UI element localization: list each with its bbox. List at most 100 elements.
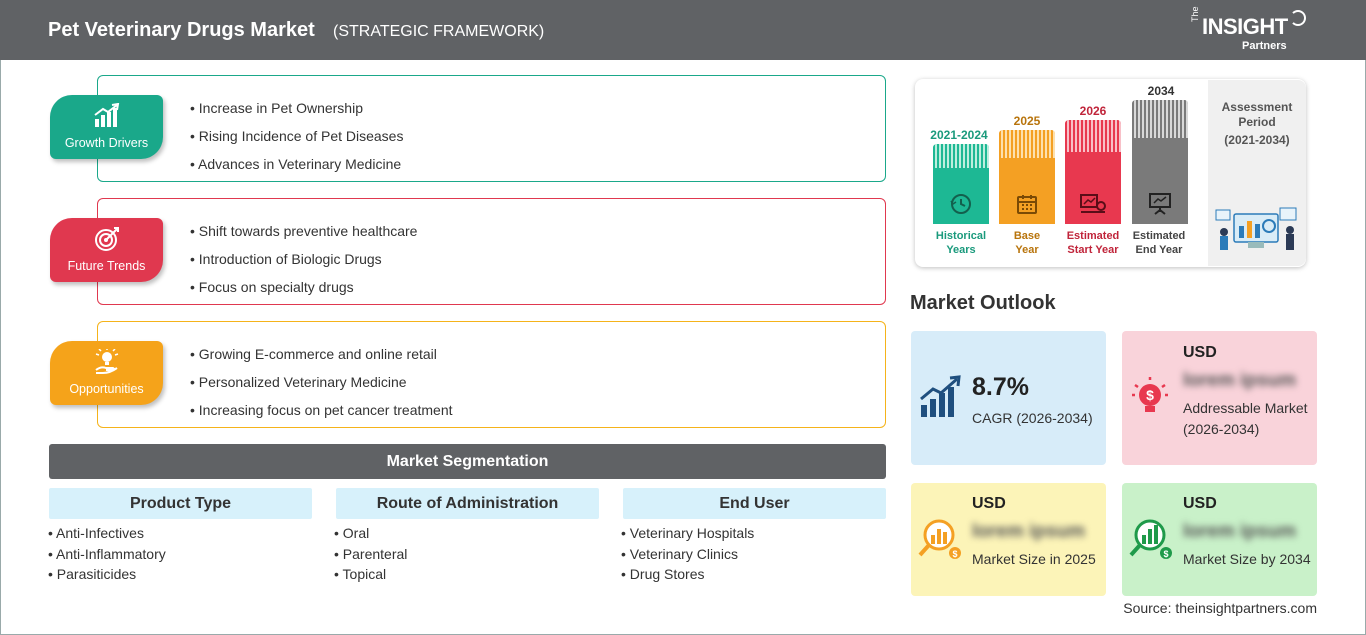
- list-item: Topical: [334, 564, 407, 585]
- future-trends-box: Shift towards preventive healthcare Intr…: [97, 198, 886, 305]
- growth-drivers-box: Increase in Pet Ownership Rising Inciden…: [97, 75, 886, 182]
- segment-header-end-user: End User: [623, 488, 886, 519]
- timeline-bar-start: [1065, 120, 1121, 224]
- market-size-2025-card: $ USD lorem ipsum Market Size in 2025: [911, 483, 1106, 596]
- timeline-year-start: 2026: [1079, 104, 1107, 118]
- list-item: Increasing focus on pet cancer treatment: [190, 396, 453, 424]
- target-icon: [95, 227, 119, 251]
- assessment-period-panel: Assessment Period (2021-2034): [1208, 80, 1306, 266]
- timeline-caption-historical: Historical Years: [926, 229, 996, 257]
- caption-line2: Year: [1015, 244, 1039, 256]
- insight-partners-logo[interactable]: The INSIGHT Partners: [1190, 6, 1310, 54]
- bar-stripes: [1132, 100, 1188, 138]
- logo-partners-text: Partners: [1242, 40, 1287, 52]
- caption-line1: Estimated: [1066, 230, 1120, 242]
- list-item: Increase in Pet Ownership: [190, 94, 403, 122]
- svg-text:$: $: [952, 549, 957, 559]
- size2025-label: Market Size in 2025: [972, 551, 1096, 567]
- segment-header-route: Route of Administration: [336, 488, 599, 519]
- page-title: Pet Veterinary Drugs Market: [48, 19, 315, 41]
- list-item: Shift towards preventive healthcare: [190, 217, 418, 245]
- lightbulb-hand-icon: [95, 349, 119, 374]
- cagr-card: 8.7% CAGR (2026-2034): [911, 331, 1106, 465]
- dollar-bulb-icon: $: [1132, 377, 1168, 412]
- opportunities-box: Growing E-commerce and online retail Per…: [97, 321, 886, 428]
- list-item: Parasiticides: [48, 564, 166, 585]
- calendar-icon: [1017, 195, 1037, 214]
- end-user-list: Veterinary Hospitals Veterinary Clinics …: [621, 523, 755, 585]
- list-item: Drug Stores: [621, 564, 754, 585]
- growth-chart-icon: [94, 103, 120, 127]
- cagr-label: CAGR (2026-2034): [972, 410, 1093, 426]
- logo-the-text: The: [1190, 6, 1200, 22]
- market-size-2034-card: $ USD lorem ipsum Market Size by 2034: [1122, 483, 1317, 596]
- opportunities-label: Opportunities: [69, 382, 144, 396]
- assessment-label: Assessment Period: [1208, 100, 1306, 130]
- market-segmentation-heading: Market Segmentation: [49, 444, 886, 479]
- presentation-icon: [1149, 193, 1171, 215]
- list-item: Anti-Inflammatory: [48, 544, 166, 565]
- timeline-caption-base: Base Year: [992, 229, 1062, 257]
- timeline-bar-historical: [933, 144, 989, 224]
- future-trends-badge: Future Trends: [50, 218, 163, 282]
- market-outlook-title: Market Outlook: [910, 292, 1056, 314]
- timeline-year-end: 2034: [1147, 84, 1175, 98]
- list-item: Personalized Veterinary Medicine: [190, 368, 453, 396]
- source-credit[interactable]: Source: theinsightpartners.com: [1123, 600, 1317, 616]
- size2034-label: Market Size by 2034: [1183, 551, 1311, 567]
- history-icon: [950, 194, 971, 214]
- logo-arc-icon: [1290, 10, 1306, 26]
- assessment-period-value: (2021-2034): [1224, 133, 1290, 147]
- list-item: Anti-Infectives: [48, 523, 166, 544]
- caption-line1: Historical: [935, 230, 987, 242]
- page-subtitle: (STRATEGIC FRAMEWORK): [333, 23, 545, 40]
- timeline-year-historical: 2021-2024: [930, 128, 988, 142]
- timeline-year-base: 2025: [1013, 114, 1041, 128]
- cagr-value: 8.7%: [972, 373, 1029, 401]
- growth-drivers-badge: Growth Drivers: [50, 95, 163, 159]
- route-list: Oral Parenteral Topical: [334, 523, 408, 585]
- caption-line1: Base: [1013, 230, 1041, 242]
- timeline-caption-start: Estimated Start Year: [1058, 229, 1128, 257]
- addressable-label: Addressable Market (2026-2034): [1183, 400, 1308, 437]
- opportunities-list: Growing E-commerce and online retail Per…: [190, 340, 453, 424]
- caption-line2: End Year: [1135, 244, 1183, 256]
- size2034-value: lorem ipsum: [1183, 521, 1296, 542]
- analyst-illustration-icon: [1215, 207, 1297, 250]
- addressable-market-card: $ USD lorem ipsum Addressable Market (20…: [1122, 331, 1317, 465]
- list-item: Veterinary Clinics: [621, 544, 754, 565]
- opportunities-badge: Opportunities: [50, 341, 163, 405]
- future-trends-list: Shift towards preventive healthcare Intr…: [190, 217, 418, 301]
- size2034-usd: USD: [1183, 495, 1217, 512]
- header-bar: Pet Veterinary Drugs Market (STRATEGIC F…: [0, 0, 1366, 60]
- addressable-value: lorem ipsum: [1183, 370, 1296, 391]
- growth-chart-icon: [920, 375, 961, 417]
- bar-stripes: [933, 144, 989, 168]
- list-item: Parenteral: [334, 544, 408, 565]
- growth-drivers-list: Increase in Pet Ownership Rising Inciden…: [190, 94, 403, 178]
- list-item: Advances in Veterinary Medicine: [190, 150, 403, 178]
- caption-line1: Estimated: [1132, 230, 1186, 242]
- caption-line2: Start Year: [1067, 244, 1119, 256]
- list-item: Rising Incidence of Pet Diseases: [190, 122, 404, 150]
- product-type-list: Anti-Infectives Anti-Inflammatory Parasi…: [48, 523, 166, 585]
- analytics-icon: [1080, 194, 1106, 213]
- list-item: Focus on specialty drugs: [190, 273, 417, 301]
- caption-line2: Years: [946, 244, 976, 256]
- future-trends-label: Future Trends: [67, 259, 146, 273]
- segment-header-product-type: Product Type: [49, 488, 312, 519]
- size2025-usd: USD: [972, 495, 1006, 512]
- timeline-bar-end: [1132, 100, 1188, 224]
- list-item: Introduction of Biologic Drugs: [190, 245, 417, 273]
- timeline-bar-base: [999, 130, 1055, 224]
- svg-text:$: $: [1163, 549, 1168, 559]
- list-item: Veterinary Hospitals: [621, 523, 755, 544]
- growth-drivers-label: Growth Drivers: [64, 136, 149, 150]
- assessment-label-line2: Period: [1238, 115, 1276, 129]
- assessment-label-line1: Assessment: [1221, 100, 1293, 114]
- bar-stripes: [999, 130, 1055, 158]
- bar-stripes: [1065, 120, 1121, 152]
- magnifier-growth-icon: $: [1129, 519, 1172, 559]
- timeline-caption-end: Estimated End Year: [1124, 229, 1194, 257]
- list-item: Oral: [334, 523, 407, 544]
